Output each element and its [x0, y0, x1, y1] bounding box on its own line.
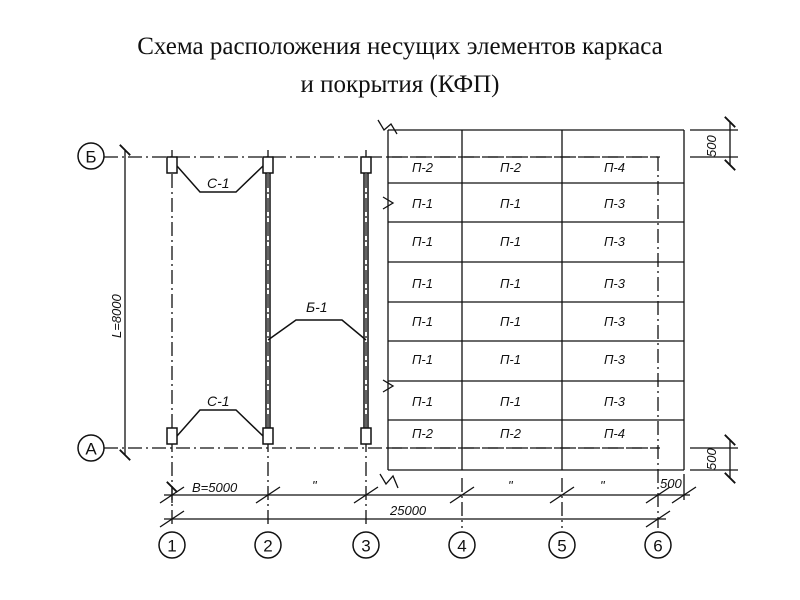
column-1a	[166, 427, 178, 445]
break-mark	[382, 196, 395, 210]
overhang-bottom-label: 500	[704, 448, 719, 470]
panel-label: П-3	[604, 234, 626, 249]
panel-label: П-2	[412, 426, 434, 441]
panel-label: П-1	[500, 314, 521, 329]
panel-label: П-1	[500, 234, 521, 249]
break-mark-top	[377, 119, 398, 135]
column-bottom-label: С-1	[207, 393, 230, 409]
axis-label-1: 1	[167, 537, 176, 556]
bay-dimension-chain	[159, 474, 697, 504]
break-mark	[382, 379, 395, 393]
break-mark-bottom	[379, 473, 399, 489]
title-line-1: Схема расположения несущих элементов кар…	[137, 33, 663, 60]
repeat-mark-5: "	[600, 478, 606, 493]
span-dimension-label: L=8000	[109, 293, 124, 338]
panel-label: П-3	[604, 394, 626, 409]
panel-label: П-3	[604, 314, 626, 329]
repeat-mark-2: "	[312, 478, 318, 493]
axis-label-b: Б	[85, 148, 96, 167]
overhang-dimensions	[690, 116, 738, 484]
axis-label-4: 4	[457, 537, 466, 556]
drawing-title: Схема расположения несущих элементов кар…	[0, 28, 800, 104]
tick-mark	[549, 486, 575, 504]
axis-bubble-b	[77, 142, 105, 170]
panel-label: П-4	[604, 426, 625, 441]
axis-bubble-a	[77, 434, 105, 462]
panel-label: П-1	[500, 196, 521, 211]
panel-label: П-4	[604, 160, 625, 175]
column-3b	[360, 156, 372, 174]
axis-label-6: 6	[653, 537, 662, 556]
tick-mark	[645, 486, 671, 504]
leaders	[176, 165, 367, 437]
panel-label: П-2	[500, 160, 522, 175]
columns	[166, 156, 372, 445]
axis-bubble-4	[448, 531, 476, 559]
axis-bubble-6	[644, 531, 672, 559]
axis-grid	[104, 150, 660, 528]
column-3a	[360, 427, 372, 445]
panel-label: П-2	[500, 426, 522, 441]
tick-mark	[353, 486, 379, 504]
overhang-end-label: 500	[660, 476, 682, 491]
tick-mark	[159, 486, 185, 504]
beam-label: Б-1	[306, 299, 328, 315]
repeat-mark-4: "	[508, 478, 514, 493]
roof-panels	[377, 119, 685, 489]
panel-label: П-1	[500, 352, 521, 367]
overhang-top-label: 500	[704, 135, 719, 157]
leader-column-bottom	[176, 409, 264, 437]
axis-bubble-1	[158, 531, 186, 559]
axis-label-2: 2	[263, 537, 272, 556]
panel-label: П-1	[412, 394, 433, 409]
row-axis-markers: Б А	[77, 142, 105, 462]
panel-label: П-2	[412, 160, 434, 175]
panel-label: П-1	[412, 314, 433, 329]
panel-label: П-3	[604, 276, 626, 291]
beams	[265, 163, 369, 442]
panel-label: П-1	[412, 352, 433, 367]
column-axis-markers: 1 2 3 4 5 6	[158, 531, 672, 559]
column-1b	[166, 156, 178, 174]
axis-label-3: 3	[361, 537, 370, 556]
leader-beam	[267, 319, 367, 341]
bay-width-label: B=5000	[192, 480, 238, 495]
axis-bubble-3	[352, 531, 380, 559]
leader-column-top	[176, 165, 264, 193]
total-length-label: 25000	[389, 503, 427, 518]
total-dimension	[159, 510, 671, 528]
tick-mark	[449, 486, 475, 504]
axis-label-5: 5	[557, 537, 566, 556]
tick-mark	[255, 486, 281, 504]
panel-label: П-1	[500, 276, 521, 291]
panel-label: П-1	[412, 234, 433, 249]
axis-bubble-5	[548, 531, 576, 559]
panel-label: П-1	[412, 276, 433, 291]
title-line-2: и покрытия (КФП)	[300, 71, 500, 98]
column-top-label: С-1	[207, 175, 230, 191]
column-2a	[262, 427, 274, 445]
axis-label-a: А	[85, 440, 97, 459]
tick-mark	[159, 510, 185, 528]
panel-label: П-1	[500, 394, 521, 409]
tick-mark	[645, 510, 671, 528]
panel-label: П-1	[412, 196, 433, 211]
panel-label: П-3	[604, 352, 626, 367]
column-2b	[262, 156, 274, 174]
axis-bubble-2	[254, 531, 282, 559]
panel-label: П-3	[604, 196, 626, 211]
